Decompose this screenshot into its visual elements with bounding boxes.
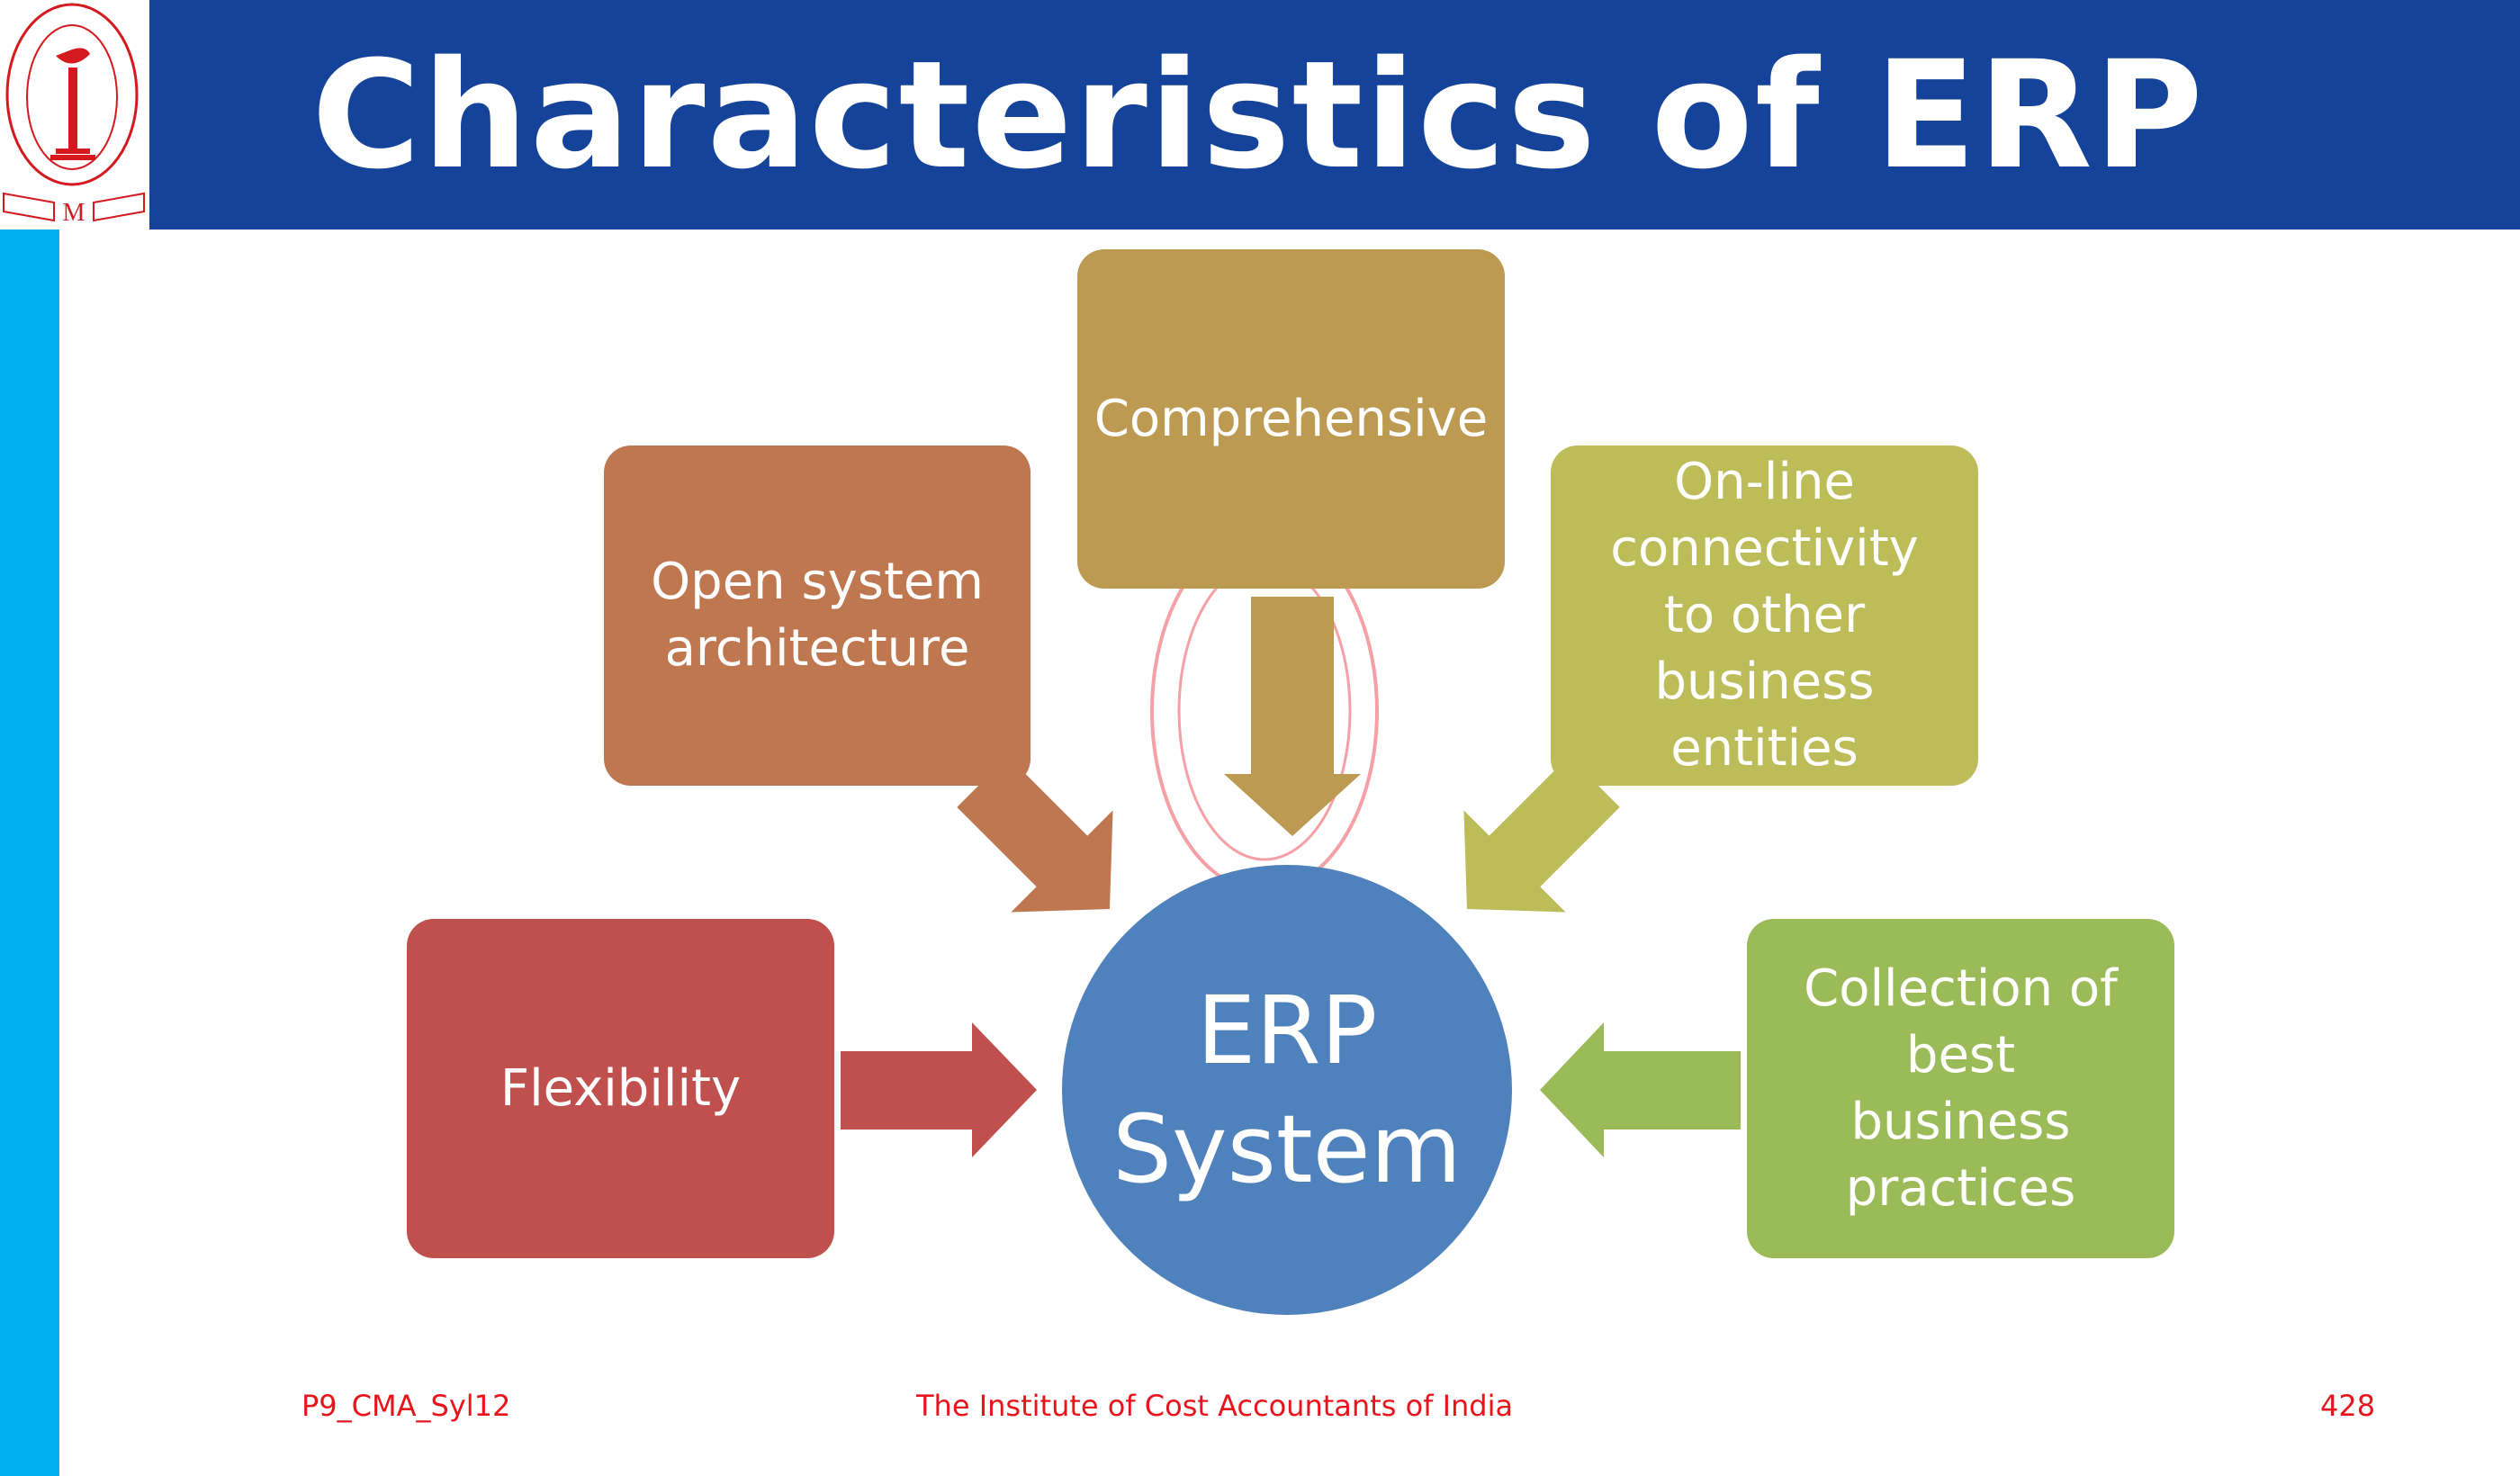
footer-page-number: 428 [2320,1389,2376,1423]
item-label: Comprehensive [1094,389,1489,448]
svg-text:M: M [63,199,86,227]
footer-institute: The Institute of Cost Accountants of Ind… [916,1389,1514,1423]
arrow-left-icon [1540,1022,1741,1157]
side-accent-bar [0,230,59,1476]
slide-title: Characteristics of ERP [311,28,2205,202]
arrow-down-icon [1224,597,1361,836]
item-flexibility: Flexibility [407,919,834,1258]
item-label: Collection of best business practices [1804,958,2118,1218]
item-label: Flexibility [500,1058,742,1118]
item-comprehensive: Comprehensive [1077,249,1505,589]
institute-logo: M [3,3,145,227]
item-label: Open system architecture [651,553,984,678]
item-online-connectivity: On-line connectivity to other business e… [1551,446,1978,786]
item-label: On-line connectivity to other business e… [1610,453,1919,778]
arrow-diagonal-down-left-icon [1463,756,1620,913]
erp-system-circle: ERP System [1062,865,1512,1315]
header-bar [149,0,2520,230]
center-label: ERP System [1112,976,1462,1204]
item-best-practices: Collection of best business practices [1747,919,2174,1258]
arrow-diagonal-down-right-icon [957,756,1113,913]
arrow-right-icon [841,1022,1037,1157]
footer-course-code: P9_CMA_Syl12 [302,1389,511,1423]
item-open-system-architecture: Open system architecture [604,446,1030,786]
